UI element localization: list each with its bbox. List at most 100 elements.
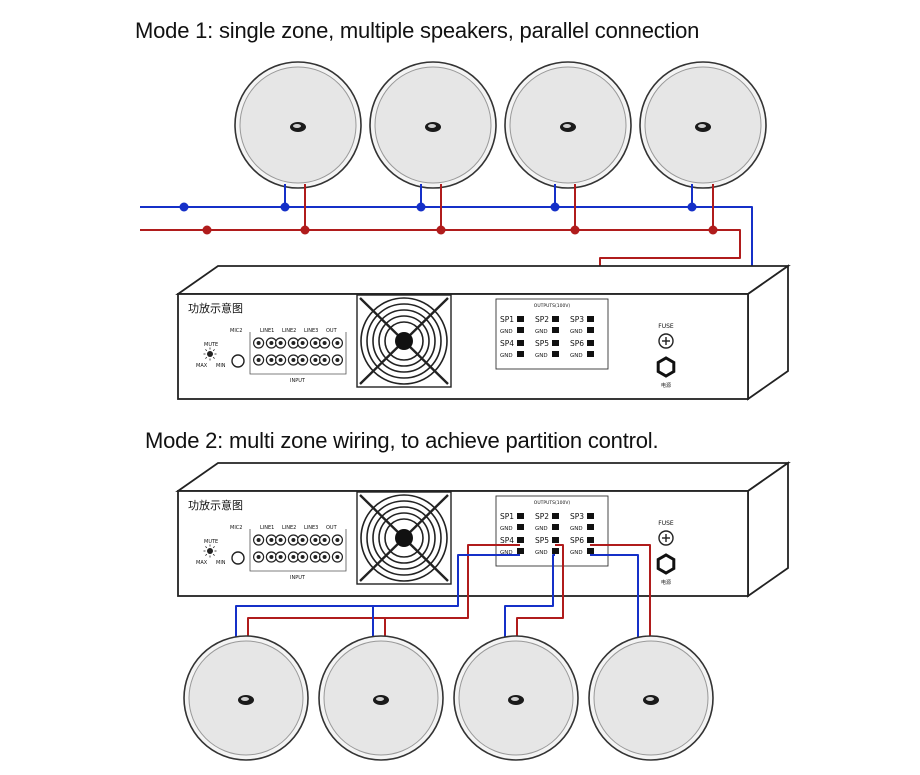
terminal-gnd — [552, 327, 559, 333]
mode2-speaker-1 — [183, 635, 309, 761]
speaker-terminal-label-sp1: SP1 — [500, 315, 514, 324]
zone3-red-wire — [590, 544, 651, 650]
fan-icon — [360, 494, 448, 582]
gnd-label: GND — [535, 526, 548, 532]
speaker-terminal-label-sp3: SP3 — [570, 315, 584, 324]
terminal-sp2 — [552, 316, 559, 322]
outputs-block — [495, 298, 609, 370]
max-label: MAX — [196, 560, 208, 566]
terminal-gnd — [517, 548, 524, 554]
input-group-label-2: LINE2 — [282, 525, 296, 531]
amp-panel-title: 功放示意图 — [188, 301, 243, 315]
power-socket-icon — [656, 356, 676, 378]
mode1-speaker-row — [234, 61, 767, 189]
gnd-label: GND — [500, 353, 513, 359]
mic2-label: MIC2 — [230, 328, 242, 334]
mode1-speaker-4 — [639, 61, 767, 189]
fuse-label: FUSE — [658, 520, 674, 527]
input-group-label-3: LINE3 — [304, 525, 318, 531]
amp-panel-title: 功放示意图 — [188, 498, 243, 512]
terminal-gnd — [587, 524, 594, 530]
min-label: MIN — [216, 363, 226, 369]
max-label: MAX — [196, 363, 208, 369]
mode1-speaker-1 — [234, 61, 362, 189]
gnd-label: GND — [570, 329, 583, 335]
mute-label: MUTE — [204, 539, 218, 545]
mode2-title: Mode 2: multi zone wiring, to achieve pa… — [145, 428, 659, 453]
mode2-speaker-3 — [453, 635, 579, 761]
junction-dot — [300, 225, 310, 235]
terminal-sp5 — [552, 537, 559, 543]
terminal-sp1 — [517, 513, 524, 519]
junction-dot — [550, 202, 560, 212]
terminal-sp2 — [552, 513, 559, 519]
outputs-label: OUTPUTS(100V) — [534, 303, 571, 309]
mode2-speaker-row — [183, 635, 714, 761]
mode1-title: Mode 1: single zone, multiple speakers, … — [135, 18, 700, 43]
speaker-terminal-label-sp3: SP3 — [570, 512, 584, 521]
junction-dot — [179, 202, 189, 212]
junction-dot — [570, 225, 580, 235]
fan-icon — [360, 297, 448, 385]
terminal-sp3 — [587, 513, 594, 519]
input-group-label-1: LINE1 — [260, 328, 274, 334]
terminal-gnd — [552, 548, 559, 554]
power-label: 电源 — [661, 579, 671, 586]
mode2-speaker-2 — [318, 635, 444, 761]
power-label: 电源 — [661, 382, 671, 389]
input-group-label-2: LINE2 — [282, 328, 296, 334]
volume-knob-icon — [207, 351, 213, 357]
gnd-label: GND — [570, 526, 583, 532]
power-socket-icon — [656, 553, 676, 575]
speaker-terminal-label-sp6: SP6 — [570, 536, 584, 545]
mic2-jack-icon — [231, 551, 245, 565]
gnd-label: GND — [535, 353, 548, 359]
input-group-label-3: LINE3 — [304, 328, 318, 334]
terminal-sp6 — [587, 537, 594, 543]
mode1-speaker-3 — [504, 61, 632, 189]
terminal-sp6 — [587, 340, 594, 346]
terminal-sp4 — [517, 537, 524, 543]
mic2-jack-icon — [231, 354, 245, 368]
gnd-label: GND — [570, 550, 583, 556]
terminal-gnd — [517, 524, 524, 530]
gnd-label: GND — [500, 526, 513, 532]
mode2-wiring — [235, 544, 651, 650]
terminal-gnd — [552, 351, 559, 357]
zone1-blue-wire — [235, 554, 520, 650]
zone3-blue-wire — [590, 554, 639, 650]
mic2-label: MIC2 — [230, 525, 242, 531]
junction-dot — [687, 202, 697, 212]
min-label: MIN — [216, 560, 226, 566]
zone2-blue-wire — [504, 554, 555, 650]
speaker-terminal-label-sp5: SP5 — [535, 339, 549, 348]
outputs-label: OUTPUTS(100V) — [534, 500, 571, 506]
junction-dot — [202, 225, 212, 235]
speaker-terminal-label-sp4: SP4 — [500, 339, 514, 348]
gnd-label: GND — [500, 329, 513, 335]
mode1-speaker-2 — [369, 61, 497, 189]
gnd-label: GND — [535, 550, 548, 556]
terminal-sp5 — [552, 340, 559, 346]
gnd-label: GND — [500, 550, 513, 556]
input-label: INPUT — [290, 378, 306, 384]
volume-knob-icon — [207, 548, 213, 554]
mode2-speaker-4 — [588, 635, 714, 761]
speaker-terminal-label-sp4: SP4 — [500, 536, 514, 545]
zone2-red-wire — [516, 544, 564, 650]
input-label: INPUT — [290, 575, 306, 581]
junction-dot — [416, 202, 426, 212]
mute-label: MUTE — [204, 342, 218, 348]
input-group-label-4: OUT — [326, 525, 338, 531]
speaker-terminal-label-sp2: SP2 — [535, 512, 549, 521]
speaker-terminal-label-sp6: SP6 — [570, 339, 584, 348]
terminal-gnd — [552, 524, 559, 530]
terminal-sp1 — [517, 316, 524, 322]
amp-top-face — [175, 265, 791, 295]
zone1-red-wire — [247, 544, 520, 650]
terminal-gnd — [517, 327, 524, 333]
speaker-terminal-label-sp2: SP2 — [535, 315, 549, 324]
junction-dot — [280, 202, 290, 212]
